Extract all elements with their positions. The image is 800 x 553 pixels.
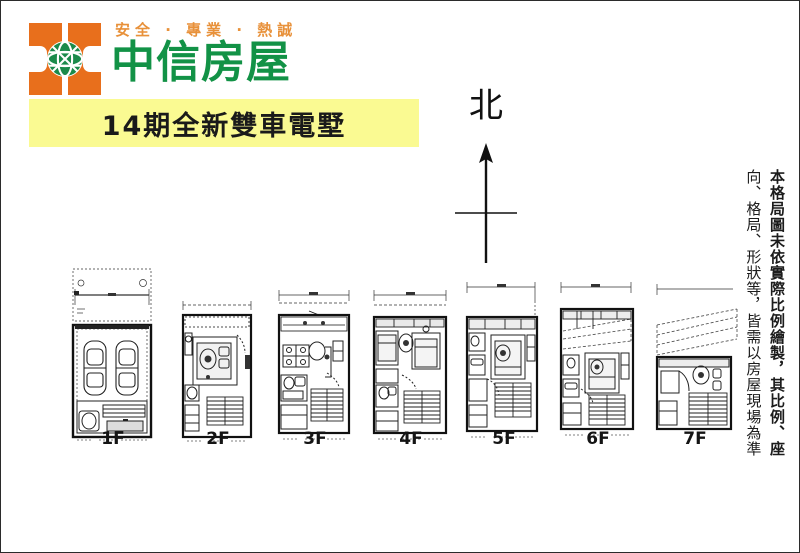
floor-label-3f: 3F — [303, 429, 327, 449]
floor-plan-3f[interactable]: 3F — [271, 285, 359, 449]
project-title: 14期全新雙車電墅 — [101, 110, 347, 142]
floor-plan-1f[interactable]: 1F — [63, 265, 163, 449]
disclaimer-line-2: 向、格局、形狀等，皆需以房屋現場為準 — [744, 169, 763, 457]
north-arrow-icon — [455, 143, 517, 263]
brand-header: 安全 · 專業 · 熱誠 中信房屋 — [29, 23, 297, 95]
disclaimer-line-1: 本格局圖未依實際比例繪製，其比例、座 — [768, 169, 786, 457]
chinatrust-globe-logo-icon — [29, 23, 101, 95]
floor-label-2f: 2F — [206, 429, 230, 449]
globe-icon — [46, 40, 84, 78]
floor-label-4f: 4F — [399, 429, 423, 449]
brand-name: 中信房屋 — [111, 37, 291, 88]
disclaimer-note: 本格局圖未依實際比例繪製，其比例、座 向、格局、形狀等，皆需以房屋現場為準 — [744, 169, 786, 509]
brand-tagline: 安全 · 專業 · 熱誠 — [115, 21, 298, 39]
floor-plan-4f[interactable]: 4F — [366, 285, 456, 449]
floor-plan-6f[interactable]: 6F — [553, 279, 643, 449]
floor-label-6f: 6F — [586, 429, 610, 449]
floor-label-1f: 1F — [101, 429, 125, 449]
project-title-band: 14期全新雙車電墅 — [29, 99, 419, 147]
north-indicator: 北 — [441, 89, 531, 269]
floor-plan-5f[interactable]: 5F — [461, 279, 547, 449]
floor-label-5f: 5F — [492, 429, 516, 449]
floor-label-7f: 7F — [683, 429, 707, 449]
floor-plan-7f[interactable]: 7F — [649, 279, 741, 449]
north-label: 北 — [469, 86, 503, 126]
floor-plan-2f[interactable]: 2F — [175, 297, 261, 449]
floor-plan-strip: 1F — [63, 253, 738, 473]
